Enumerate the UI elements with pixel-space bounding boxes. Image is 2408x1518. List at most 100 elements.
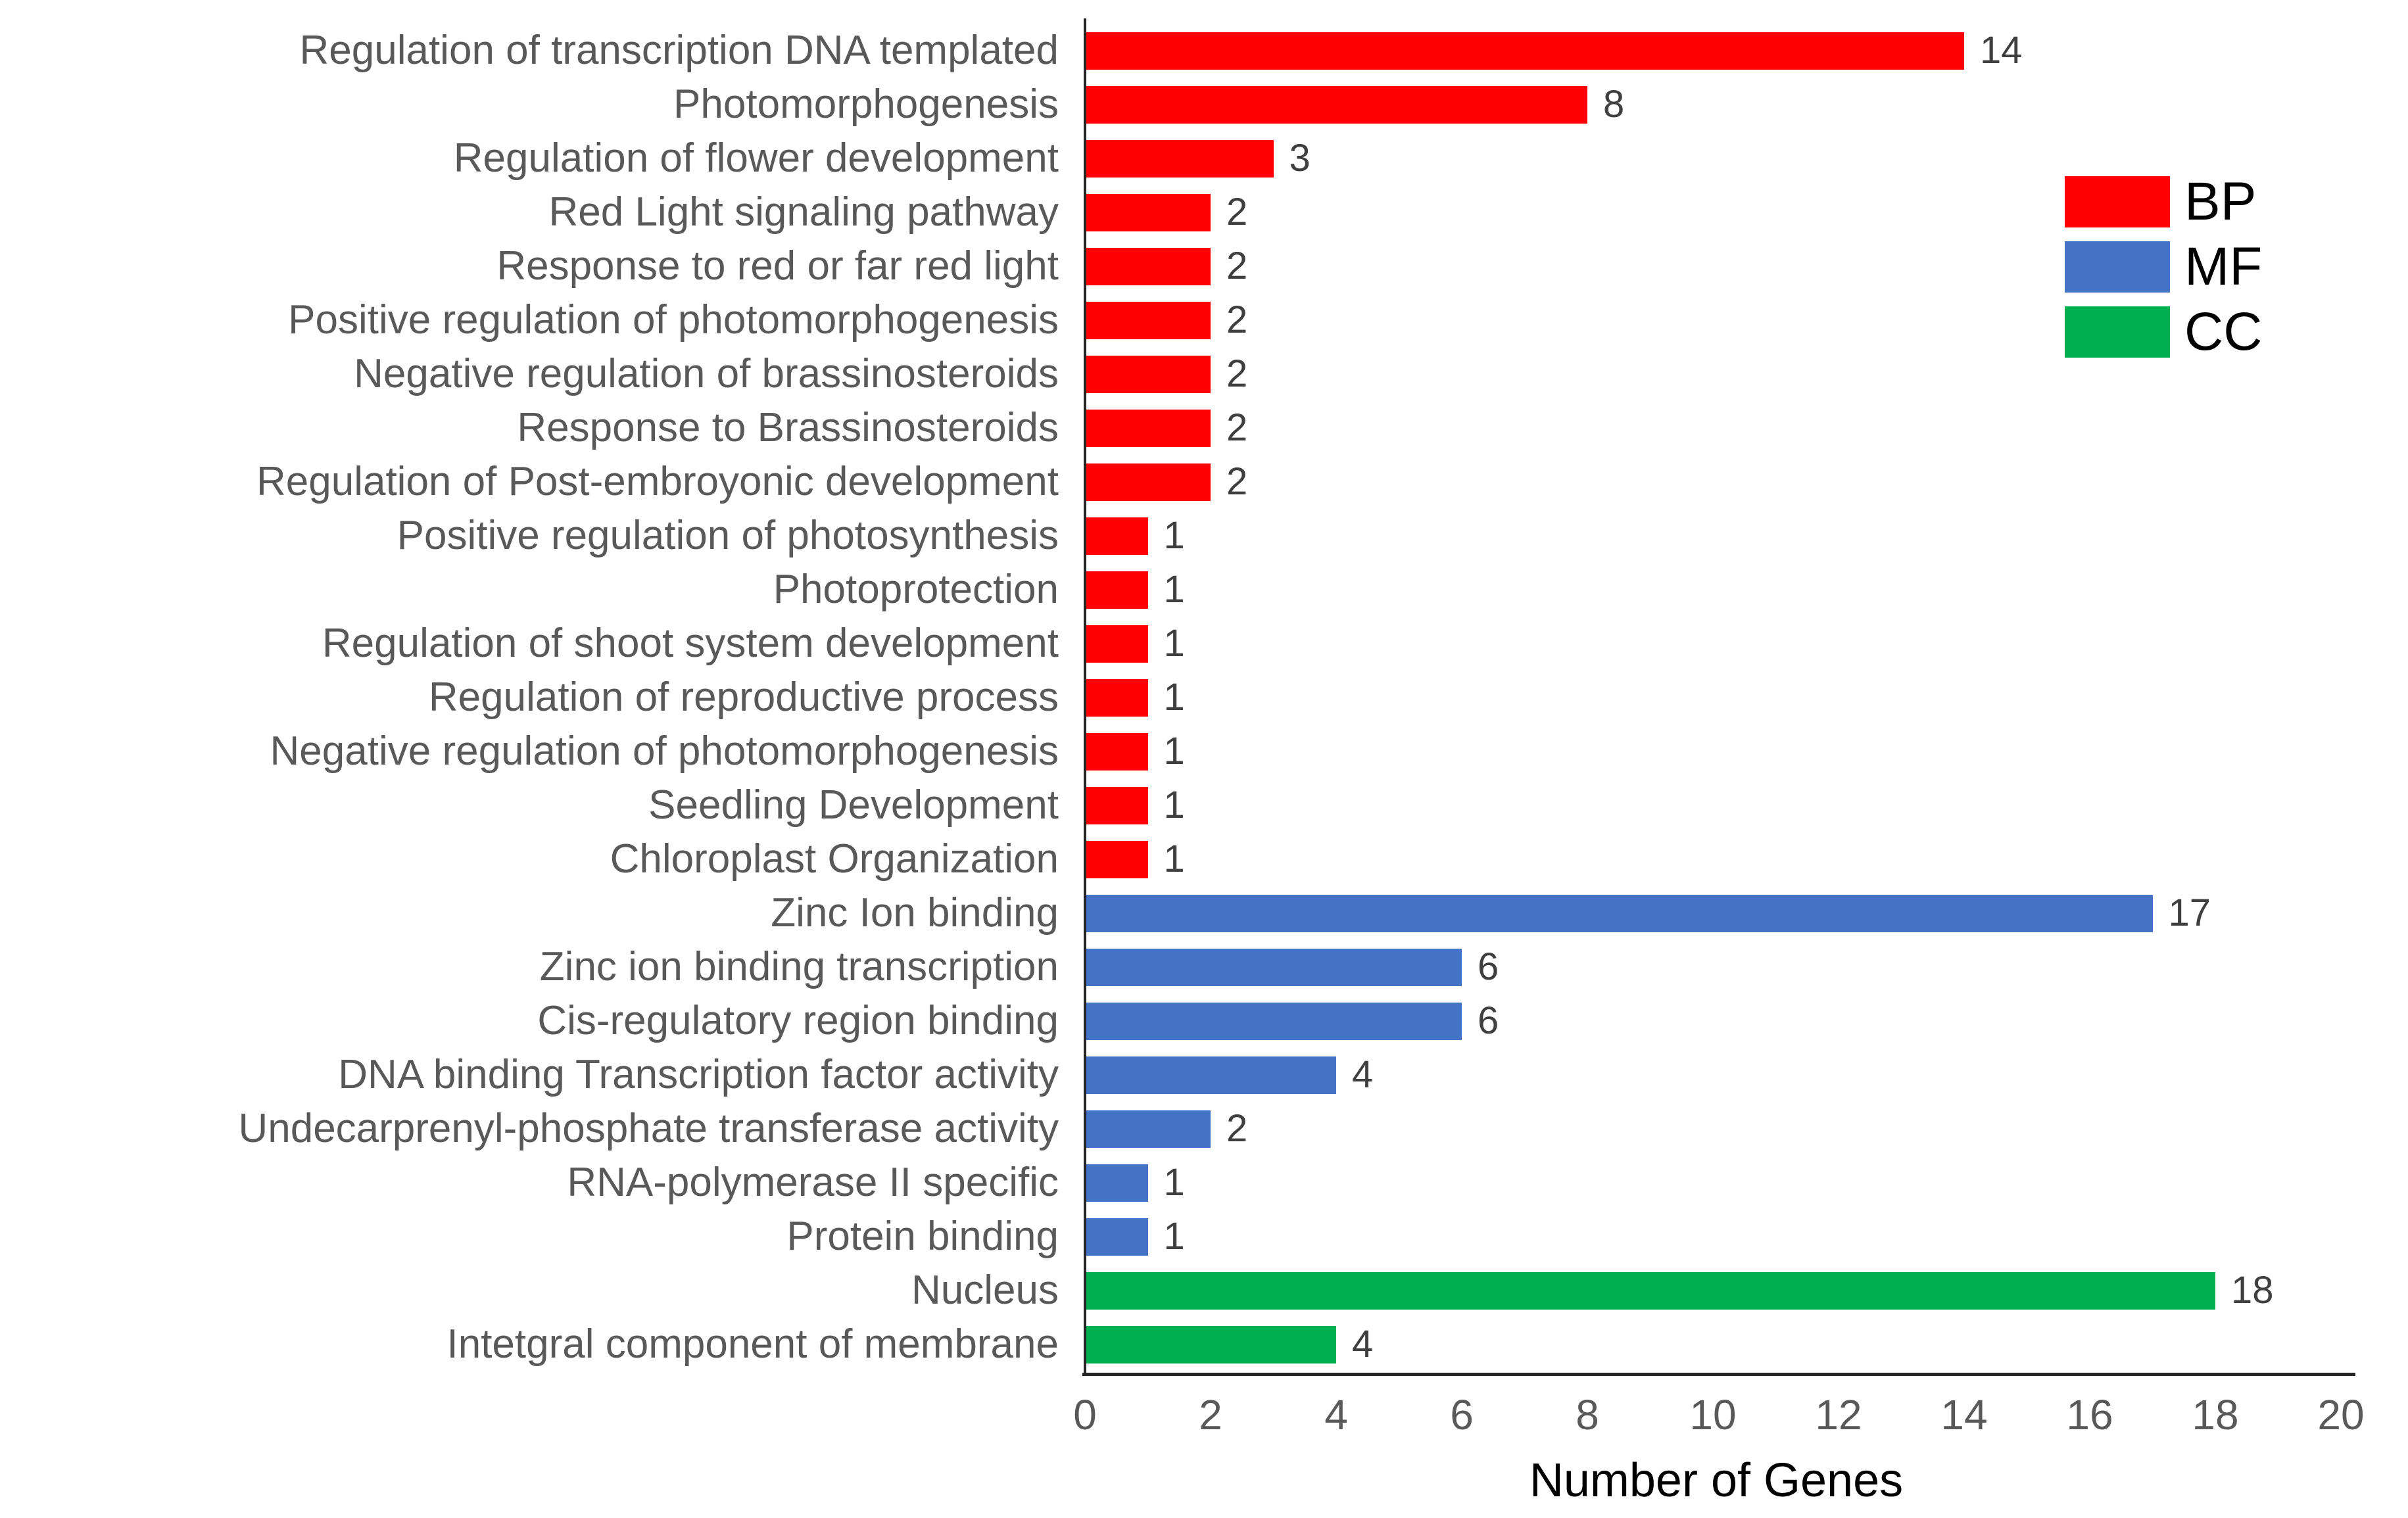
legend-label: BP (2184, 172, 2257, 231)
bar-row: Regulation of flower development 3 (0, 131, 2408, 185)
x-tick-label: 2 (1199, 1391, 1222, 1438)
bar-track: 2 (1085, 185, 2408, 239)
bar-mf (1085, 894, 2153, 932)
bar-row: Undecarprenyl-phosphate transferase acti… (0, 1102, 2408, 1156)
bar-value-label: 1 (1163, 676, 1185, 719)
category-label: Positive regulation of photosynthesis (397, 513, 1059, 559)
bar-track: 2 (1085, 455, 2408, 509)
bar-value-label: 2 (1226, 191, 1248, 233)
bar-bp (1085, 840, 1148, 878)
bar-bp (1085, 355, 1211, 393)
legend-item-cc: CC (2065, 305, 2262, 359)
legend-label: CC (2184, 302, 2263, 362)
bar-row: Positive regulation of photomorphogenesi… (0, 293, 2408, 347)
bar-row: Photomorphogenesis 8 (0, 78, 2408, 131)
bar-value-label: 2 (1226, 298, 1248, 341)
category-label: Regulation of shoot system development (322, 621, 1059, 667)
legend-label: MF (2184, 237, 2263, 296)
category-label: Response to red or far red light (496, 243, 1059, 289)
bar-bp (1085, 85, 1587, 124)
bar-value-label: 1 (1163, 838, 1185, 880)
category-label: Regulation of flower development (453, 135, 1059, 181)
bar-track: 1 (1085, 1210, 2408, 1264)
x-tick-label: 20 (2317, 1391, 2365, 1438)
bar-bp (1085, 786, 1148, 824)
bar-value-label: 1 (1163, 622, 1185, 665)
category-label: Cis-regulatory region binding (537, 998, 1059, 1044)
bar-value-label: 1 (1163, 730, 1185, 772)
bar-track: 2 (1085, 239, 2408, 293)
bar-row: Regulation of transcription DNA template… (0, 24, 2408, 78)
bar-value-label: 18 (2231, 1269, 2274, 1312)
bar-value-label: 2 (1226, 406, 1248, 449)
x-tick-label: 16 (2066, 1391, 2113, 1438)
legend: BP MF CC (2065, 175, 2262, 370)
bar-row: Negative regulation of photomorphogenesi… (0, 724, 2408, 778)
bar-bp (1085, 301, 1211, 339)
bar-value-label: 1 (1163, 784, 1185, 826)
bar-row: Response to red or far red light 2 (0, 239, 2408, 293)
category-label: Regulation of Post-embroyonic developmen… (256, 459, 1059, 505)
bar-row: DNA binding Transcription factor activit… (0, 1048, 2408, 1102)
bar-mf (1085, 1002, 1462, 1040)
bar-row: Chloroplast Organization 1 (0, 832, 2408, 886)
category-label: Positive regulation of photomorphogenesi… (288, 297, 1059, 343)
category-label: Photoprotection (773, 567, 1059, 613)
x-tick-label: 6 (1450, 1391, 1474, 1438)
category-label: Undecarprenyl-phosphate transferase acti… (238, 1106, 1059, 1152)
bar-bp (1085, 625, 1148, 663)
bar-track: 1 (1085, 509, 2408, 563)
category-label: Negative regulation of photomorphogenesi… (270, 728, 1059, 774)
bar-bp (1085, 247, 1211, 285)
bar-track: 1 (1085, 617, 2408, 671)
bar-track: 3 (1085, 131, 2408, 185)
category-label: DNA binding Transcription factor activit… (338, 1052, 1059, 1098)
bar-track: 8 (1085, 78, 2408, 131)
bar-mf (1085, 1110, 1211, 1148)
legend-swatch-cc (2065, 306, 2170, 358)
category-label: Nucleus (911, 1268, 1059, 1314)
bar-row: Regulation of Post-embroyonic developmen… (0, 455, 2408, 509)
bar-value-label: 2 (1226, 460, 1248, 503)
bar-track: 1 (1085, 778, 2408, 832)
x-tick-label: 12 (1815, 1391, 1862, 1438)
legend-item-mf: MF (2065, 240, 2262, 294)
bar-cc (1085, 1325, 1336, 1364)
bar-value-label: 6 (1478, 945, 1499, 988)
legend-item-bp: BP (2065, 175, 2262, 229)
bar-value-label: 2 (1226, 352, 1248, 395)
bar-value-label: 3 (1289, 137, 1311, 179)
x-tick-label: 0 (1073, 1391, 1097, 1438)
bar-rows-container: Regulation of transcription DNA template… (0, 24, 2408, 1371)
category-label: Red Light signaling pathway (548, 189, 1059, 235)
bar-track: 1 (1085, 832, 2408, 886)
bar-bp (1085, 517, 1148, 555)
bar-value-label: 4 (1352, 1323, 1374, 1365)
x-tick-label: 18 (2192, 1391, 2239, 1438)
x-axis-line (1082, 1373, 2355, 1376)
bar-track: 1 (1085, 671, 2408, 724)
x-tick-label: 14 (1940, 1391, 1988, 1438)
category-label: RNA-polymerase II specific (567, 1160, 1059, 1206)
x-tick-label: 8 (1576, 1391, 1599, 1438)
bar-track: 18 (1085, 1264, 2408, 1317)
bar-bp (1085, 32, 1964, 70)
bar-bp (1085, 678, 1148, 717)
category-label: Seedling Development (648, 782, 1059, 828)
bar-value-label: 1 (1163, 514, 1185, 557)
bar-value-label: 14 (1980, 29, 2023, 72)
bar-mf (1085, 1218, 1148, 1256)
bar-track: 17 (1085, 886, 2408, 940)
bar-mf (1085, 1164, 1148, 1202)
bar-mf (1085, 948, 1462, 986)
bar-bp (1085, 571, 1148, 609)
category-label: Photomorphogenesis (673, 82, 1059, 128)
category-label: Chloroplast Organization (610, 836, 1059, 882)
bar-value-label: 1 (1163, 1161, 1185, 1204)
